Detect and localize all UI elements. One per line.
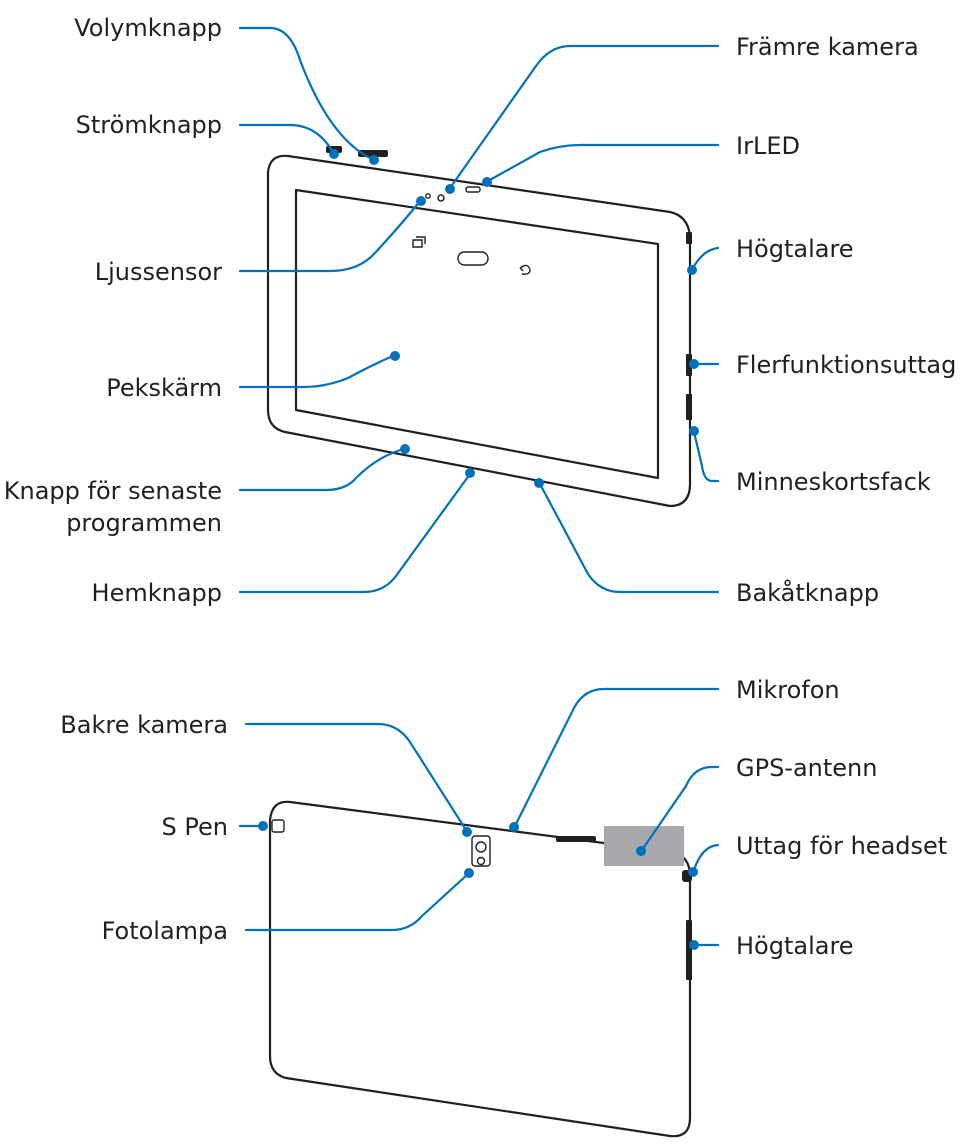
callout-light-sensor-dot bbox=[416, 196, 426, 206]
callout-volume-key bbox=[238, 26, 376, 162]
label-s-pen: S Pen bbox=[162, 813, 228, 841]
label-front-camera: Främre kamera bbox=[736, 33, 919, 61]
label-rear-camera: Bakre kamera bbox=[60, 711, 228, 739]
callout-rear-camera-dot bbox=[462, 827, 472, 837]
callout-memory-card bbox=[692, 430, 720, 483]
label-back-key: Bakåtknapp bbox=[736, 578, 879, 607]
callout-front-camera-dot bbox=[445, 184, 455, 194]
callout-rear-camera bbox=[244, 722, 468, 832]
label-volume-key: Volymknapp bbox=[74, 14, 222, 42]
front-camera-icon bbox=[437, 194, 445, 202]
rear-camera-lens-housing bbox=[471, 835, 491, 867]
callout-touchscreen bbox=[238, 354, 395, 389]
back-right-labels: Mikrofon GPS-antenn Uttag för headset Hö… bbox=[736, 676, 947, 960]
front-callouts bbox=[238, 26, 720, 594]
callout-home-key-dot bbox=[465, 468, 475, 478]
label-touchscreen: Pekskärm bbox=[106, 374, 222, 402]
back-speaker-grille bbox=[686, 920, 692, 980]
callout-multipurpose-jack-dot bbox=[689, 359, 699, 369]
back-tablet bbox=[268, 800, 692, 1138]
label-back-speaker: Högtalare bbox=[736, 932, 854, 960]
irled-icon bbox=[465, 186, 481, 193]
label-irled: IrLED bbox=[736, 132, 800, 160]
callout-irled bbox=[486, 143, 720, 183]
label-recent-apps-line1: Knapp för senaste bbox=[4, 477, 222, 505]
front-left-labels: Volymknapp Strömknapp Ljussensor Pekskär… bbox=[4, 14, 222, 607]
back-tablet-body bbox=[268, 800, 692, 1138]
label-front-speaker: Högtalare bbox=[736, 235, 854, 263]
front-tablet bbox=[266, 146, 692, 508]
multipurpose-jack-port bbox=[686, 354, 692, 376]
callout-recent-apps bbox=[238, 447, 406, 492]
light-sensor-icon bbox=[425, 193, 431, 199]
callout-s-pen-dot bbox=[258, 821, 268, 831]
callout-memory-card-dot bbox=[689, 426, 699, 436]
callout-headset-jack-dot bbox=[688, 867, 698, 877]
callout-front-speaker bbox=[690, 246, 720, 272]
callout-touchscreen-dot bbox=[390, 351, 400, 361]
back-icon bbox=[519, 264, 531, 275]
callout-microphone bbox=[513, 687, 720, 828]
callout-back-key bbox=[538, 482, 720, 594]
callout-front-camera bbox=[448, 44, 720, 190]
callout-power-key bbox=[238, 123, 336, 156]
callout-power-key-dot bbox=[329, 149, 339, 159]
callout-flash bbox=[244, 872, 470, 932]
back-left-labels: Bakre kamera S Pen Fotolampa bbox=[60, 711, 228, 945]
callout-gps-antenna bbox=[640, 765, 720, 852]
label-home-key: Hemknapp bbox=[92, 579, 222, 607]
front-speaker-grille bbox=[686, 232, 692, 244]
callout-home-key bbox=[238, 472, 472, 594]
callout-volume-key-dot bbox=[369, 155, 379, 165]
label-gps-antenna: GPS-antenn bbox=[736, 754, 877, 782]
label-flash: Fotolampa bbox=[102, 917, 228, 945]
callout-recent-apps-dot bbox=[400, 444, 410, 454]
label-multipurpose-jack: Flerfunktionsuttag bbox=[736, 351, 956, 379]
callout-light-sensor bbox=[238, 198, 423, 273]
callout-flash-dot bbox=[464, 868, 474, 878]
front-tablet-screen bbox=[294, 188, 660, 480]
s-pen-slot bbox=[271, 819, 285, 833]
callout-back-key-dot bbox=[534, 478, 544, 488]
label-headset-jack: Uttag för headset bbox=[736, 832, 947, 860]
callout-back-speaker-dot bbox=[689, 940, 699, 950]
callout-gps-antenna-dot bbox=[636, 846, 646, 856]
recent-apps-icon bbox=[412, 236, 426, 248]
back-top-button bbox=[556, 836, 596, 842]
back-callouts bbox=[238, 687, 720, 950]
callout-irled-dot bbox=[482, 177, 492, 187]
home-button-icon bbox=[457, 251, 489, 266]
callout-front-speaker-dot bbox=[687, 265, 697, 275]
rear-camera-icon bbox=[475, 841, 487, 853]
label-recent-apps-line2: programmen bbox=[66, 509, 222, 537]
label-memory-card: Minneskortsfack bbox=[736, 468, 931, 496]
callout-microphone-dot bbox=[509, 822, 519, 832]
label-light-sensor: Ljussensor bbox=[95, 258, 222, 286]
label-power-key: Strömknapp bbox=[76, 111, 222, 139]
memory-card-slot bbox=[686, 394, 692, 420]
front-right-labels: Främre kamera IrLED Högtalare Flerfunkti… bbox=[736, 33, 956, 607]
label-microphone: Mikrofon bbox=[736, 676, 840, 704]
flash-icon bbox=[476, 856, 486, 866]
callout-headset-jack bbox=[692, 843, 720, 872]
